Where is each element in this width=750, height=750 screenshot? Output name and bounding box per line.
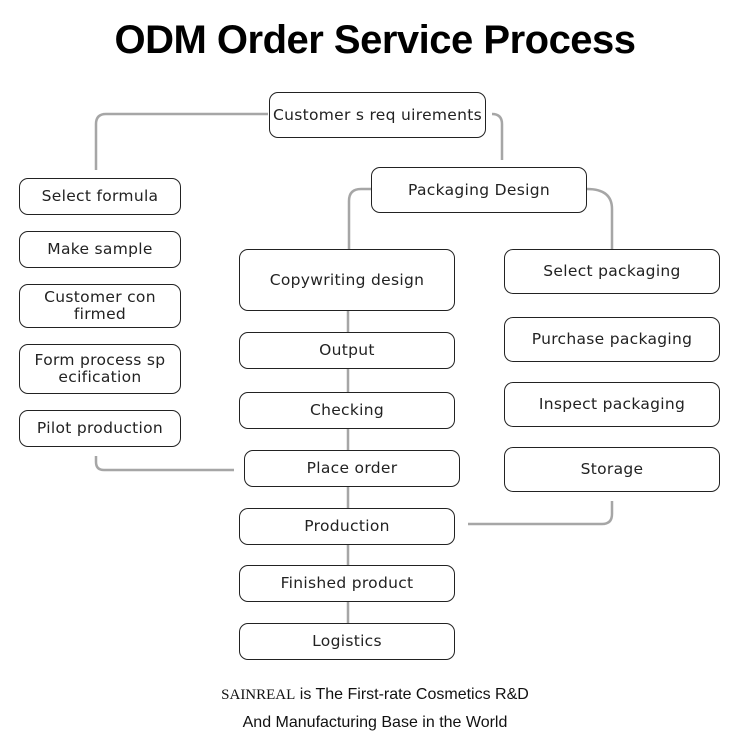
node-storage: Storage: [504, 447, 720, 492]
footer-line-1: SAINREAL is The First-rate Cosmetics R&D: [0, 686, 750, 704]
node-finished-product: Finished product: [239, 565, 455, 602]
node-output: Output: [239, 332, 455, 369]
node-pilot-production: Pilot production: [19, 410, 181, 447]
node-copywriting-design: Copywriting design: [239, 249, 455, 311]
node-inspect-packaging: Inspect packaging: [504, 382, 720, 427]
node-customer-confirmed: Customer con firmed: [19, 284, 181, 328]
footer-line-2: And Manufacturing Base in the World: [242, 714, 508, 731]
node-logistics: Logistics: [239, 623, 455, 660]
node-select-formula: Select formula: [19, 178, 181, 215]
node-place-order: Place order: [244, 450, 460, 487]
node-production: Production: [239, 508, 455, 545]
connector-packaging-copywriting: [347, 187, 371, 249]
node-checking: Checking: [239, 392, 455, 429]
connector-pilot-placeorder: [94, 456, 234, 472]
node-customer-requirements: Customer s req uirements: [269, 92, 486, 138]
connector-packaging-select: [586, 187, 614, 249]
node-packaging-design: Packaging Design: [371, 167, 587, 213]
page-title: ODM Order Service Process: [114, 18, 636, 62]
node-make-sample: Make sample: [19, 231, 181, 268]
connector-requirements-packaging: [491, 112, 504, 160]
connector-requirements-formula: [94, 112, 268, 170]
connector-storage-production: [468, 501, 614, 526]
brand-name: SAINREAL: [221, 687, 296, 703]
node-form-process-specification: Form process sp ecification: [19, 344, 181, 394]
node-select-packaging: Select packaging: [504, 249, 720, 294]
footer-line-1-text: is The First-rate Cosmetics R&D: [295, 686, 529, 703]
node-purchase-packaging: Purchase packaging: [504, 317, 720, 362]
